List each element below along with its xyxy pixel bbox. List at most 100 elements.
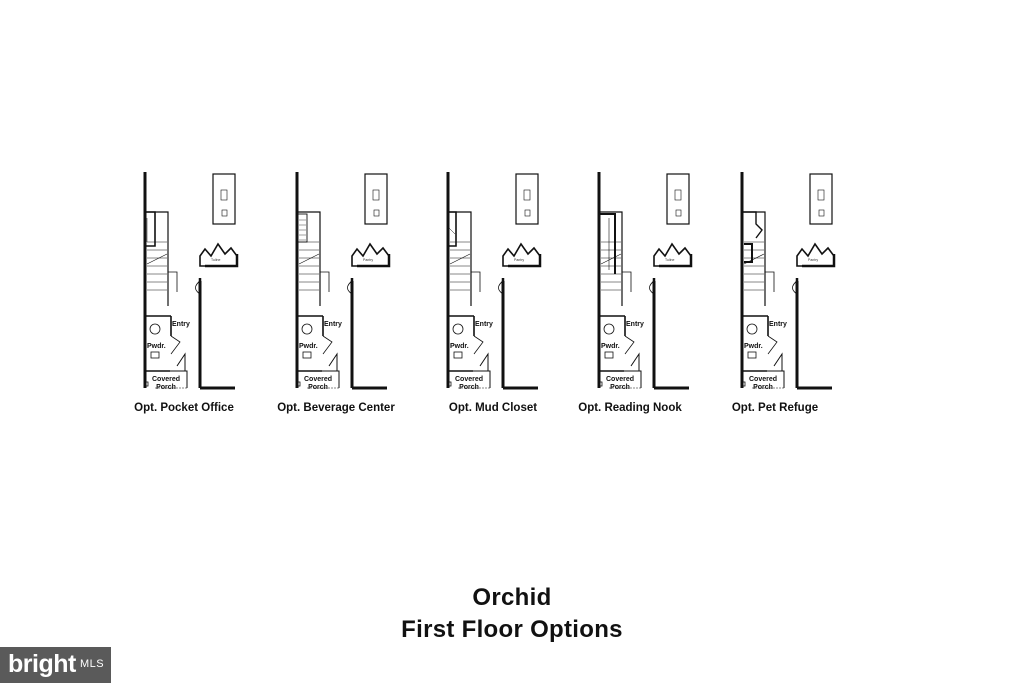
plan-linework	[295, 172, 391, 390]
stair-arrow	[146, 253, 168, 265]
appliance-detail	[220, 189, 228, 201]
powder-sink	[747, 351, 757, 359]
front-door-swing	[498, 280, 504, 295]
powder-toilet	[149, 323, 161, 335]
appliance-knob	[675, 209, 682, 217]
covered-porch-label: Covered Porch	[455, 376, 484, 391]
stair-arrow	[600, 253, 622, 265]
plan-name-title: Orchid	[472, 584, 552, 611]
porch-post	[295, 381, 301, 387]
powder-sink	[150, 351, 160, 359]
option-caption: Opt. Pet Refuge	[731, 402, 819, 414]
powder-room-label: Pwdr.	[601, 343, 620, 350]
reading-nook-wall	[599, 213, 616, 274]
appliance-knob	[373, 209, 380, 217]
option-caption: Opt. Pocket Office	[134, 402, 234, 414]
beverage-cabinet	[297, 213, 308, 243]
entry-label: Entry	[626, 321, 644, 328]
floor-plan-drawing	[295, 172, 391, 390]
exterior-wall-right	[198, 281, 235, 390]
powder-sink	[604, 351, 614, 359]
appliance-box	[809, 173, 833, 225]
appliance-detail	[817, 189, 825, 201]
appliance-box	[364, 173, 388, 225]
exterior-wall-right	[652, 281, 689, 390]
entry-door-swing	[328, 352, 338, 371]
watermark-text: bright	[8, 650, 76, 678]
appliance-box	[212, 173, 236, 225]
powder-room-label: Pwdr.	[744, 343, 763, 350]
exterior-wall-right	[795, 281, 832, 390]
niche-label: Pantry	[514, 258, 525, 262]
front-door-swing	[195, 280, 201, 295]
plan-linework	[446, 172, 542, 390]
entry-label: Entry	[475, 321, 493, 328]
porch-post	[143, 381, 149, 387]
exterior-wall-right	[350, 281, 387, 390]
entry-label: Entry	[172, 321, 190, 328]
plan-subtitle: First Floor Options	[401, 616, 623, 643]
niche-label: Tuline	[211, 258, 221, 262]
pantry-niche	[502, 242, 541, 267]
coat-closet	[320, 271, 330, 292]
powder-room-label: Pwdr.	[450, 343, 469, 350]
appliance-box	[666, 173, 690, 225]
powder-sink	[302, 351, 312, 359]
entry-door-swing	[773, 352, 783, 371]
entry-label: Entry	[324, 321, 342, 328]
entry-door-swing	[176, 352, 186, 371]
porch-post	[597, 381, 603, 387]
powder-door-swing	[170, 335, 181, 355]
appliance-detail	[523, 189, 531, 201]
porch-outline	[599, 370, 642, 388]
porch-outline	[297, 370, 340, 388]
appliance-knob	[524, 209, 531, 217]
floor-plan-drawing	[740, 172, 836, 390]
powder-door-swing	[473, 335, 484, 355]
appliance-knob	[221, 209, 228, 217]
powder-toilet	[746, 323, 758, 335]
plan-linework	[143, 172, 239, 390]
option-caption: Opt. Mud Closet	[448, 402, 538, 414]
powder-room-label: Pwdr.	[147, 343, 166, 350]
coat-closet	[765, 271, 775, 292]
powder-room-label: Pwdr.	[299, 343, 318, 350]
front-door-swing	[649, 280, 655, 295]
appliance-box	[515, 173, 539, 225]
floor-plan-drawing	[446, 172, 542, 390]
pet-refuge-kennel	[744, 243, 753, 263]
front-door-swing	[792, 280, 798, 295]
front-door-swing	[347, 280, 353, 295]
porch-outline	[145, 370, 188, 388]
powder-door-swing	[767, 335, 778, 355]
exterior-wall-right	[501, 281, 538, 390]
powder-toilet	[452, 323, 464, 335]
plan-linework	[740, 172, 836, 390]
porch-outline	[448, 370, 491, 388]
appliance-knob	[818, 209, 825, 217]
pantry-niche	[199, 242, 238, 267]
entry-door-swing	[479, 352, 489, 371]
mud-closet-hook	[448, 227, 456, 235]
pantry-niche	[351, 242, 390, 267]
powder-toilet	[603, 323, 615, 335]
appliance-detail	[372, 189, 380, 201]
stair-wall	[297, 211, 321, 306]
watermark-mls: MLS	[80, 658, 105, 670]
bright-mls-logo: bright MLS	[0, 647, 111, 683]
powder-sink	[453, 351, 463, 359]
pantry-niche	[796, 242, 835, 267]
niche-label: Pantry	[808, 258, 819, 262]
porch-outline	[742, 370, 785, 388]
powder-door-swing	[624, 335, 635, 355]
pocket-office-desk	[145, 211, 156, 247]
coat-closet	[471, 271, 481, 292]
pantry-niche	[653, 242, 692, 267]
plan-linework	[597, 172, 693, 390]
floor-plan-drawing	[597, 172, 693, 390]
